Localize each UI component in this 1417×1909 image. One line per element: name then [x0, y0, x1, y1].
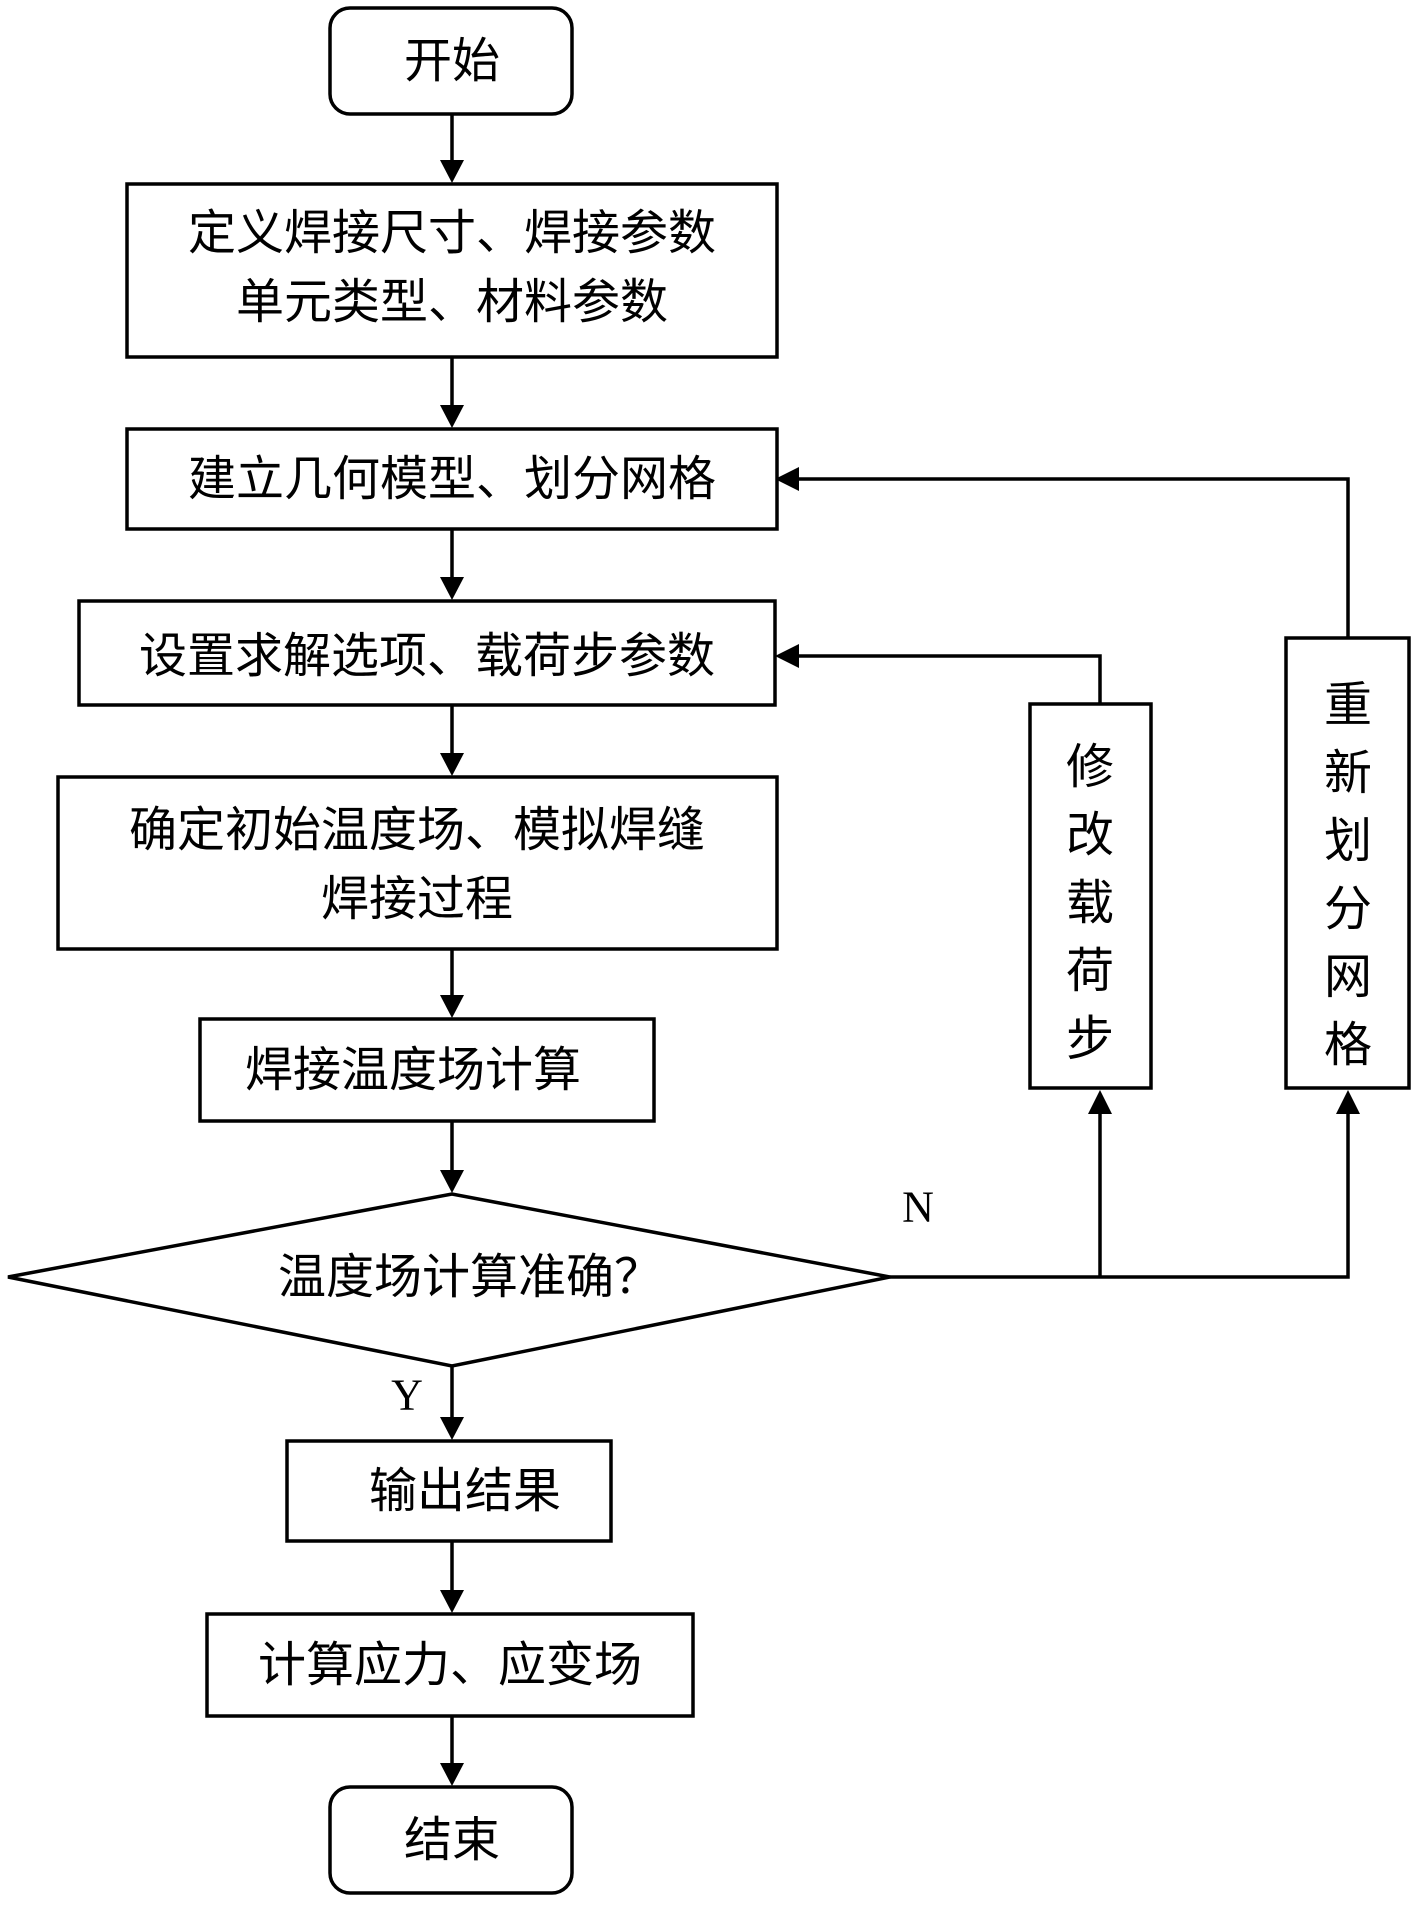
output-box: 输出结果 [285, 1439, 613, 1543]
initial-line-1: 确定初始温度场、模拟焊缝 [129, 802, 705, 858]
arrowhead-geometry-solver [440, 577, 464, 600]
stress-box: 计算应力、应变场 [205, 1612, 695, 1718]
decision-label: 温度场计算准确？ [278, 1249, 662, 1305]
geometry-box: 建立几何模型、划分网格 [125, 427, 779, 531]
solver-label: 设置求解选项、载荷步参数 [139, 628, 715, 684]
end-node: 结束 [328, 1785, 574, 1895]
remesh-char-2: 新 [1324, 745, 1372, 801]
remesh-box: 重 新 划 分 网 格 [1284, 636, 1411, 1090]
arrowhead-start-define [440, 160, 464, 183]
arrowhead-no-remesh [1336, 1090, 1360, 1114]
start-label: 开始 [404, 33, 500, 89]
arrowhead-solver-initial [440, 753, 464, 776]
decision-node: 温度场计算准确？ [7, 1192, 891, 1368]
arrowhead-stress-end [440, 1763, 464, 1786]
solver-box: 设置求解选项、载荷步参数 [77, 599, 777, 707]
define-line-1: 定义焊接尺寸、焊接参数 [188, 205, 716, 261]
output-label: 输出结果 [369, 1463, 561, 1519]
arrow-modify-solver [795, 654, 1102, 703]
arrowhead-output-stress [440, 1590, 464, 1613]
compute-box: 焊接温度场计算 [198, 1017, 656, 1123]
stress-label: 计算应力、应变场 [258, 1637, 642, 1693]
start-node: 开始 [328, 6, 574, 116]
define-line-2: 单元类型、材料参数 [236, 274, 668, 330]
remesh-char-3: 划 [1324, 813, 1372, 869]
branch-no-label: N [902, 1183, 934, 1232]
arrow-remesh-geometry [795, 477, 1350, 637]
arrowhead-define-geometry [440, 405, 464, 428]
end-label: 结束 [404, 1812, 500, 1868]
arrowhead-modify-solver [775, 644, 799, 668]
initial-line-2: 焊接过程 [321, 871, 513, 927]
arrow-no-remesh [890, 1110, 1350, 1279]
remesh-char-5: 网 [1324, 949, 1372, 1005]
modify-load-char-4: 荷 [1066, 943, 1114, 999]
initial-box: 确定初始温度场、模拟焊缝 焊接过程 [56, 775, 779, 951]
remesh-char-6: 格 [1324, 1017, 1372, 1073]
modify-load-box: 修 改 载 荷 步 [1028, 702, 1153, 1090]
remesh-char-4: 分 [1324, 881, 1372, 937]
remesh-char-1: 重 [1324, 677, 1372, 733]
arrowhead-compute-decision [440, 1170, 464, 1193]
geometry-label: 建立几何模型、划分网格 [188, 451, 716, 507]
compute-label: 焊接温度场计算 [245, 1042, 581, 1098]
modify-load-char-3: 载 [1066, 875, 1114, 931]
arrowhead-remesh-geometry [775, 467, 799, 491]
arrowhead-decision-output [440, 1417, 464, 1440]
connectors [440, 115, 1360, 1786]
define-box: 定义焊接尺寸、焊接参数 单元类型、材料参数 [125, 182, 779, 359]
arrowhead-no-modify [1088, 1090, 1112, 1114]
modify-load-char-1: 修 [1066, 739, 1114, 795]
modify-load-char-5: 步 [1066, 1011, 1114, 1067]
arrowhead-initial-compute [440, 995, 464, 1018]
modify-load-char-2: 改 [1066, 807, 1114, 863]
branch-yes-label: Y [391, 1371, 423, 1420]
